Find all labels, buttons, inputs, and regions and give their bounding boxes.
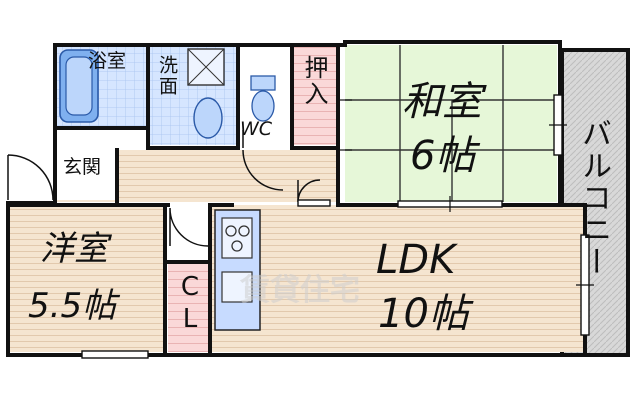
washitsu-floor bbox=[345, 45, 557, 202]
watermark: 賃貸住宅 bbox=[239, 273, 360, 308]
oshiire-label: 押入 bbox=[300, 55, 328, 107]
entrance-label: 玄関 bbox=[63, 156, 102, 178]
hall-door bbox=[242, 149, 284, 191]
balcony-label: バルコニー bbox=[576, 118, 611, 278]
washroom-label: 洗面 bbox=[156, 55, 178, 97]
youshitsu-name-label: 洋室 bbox=[40, 229, 108, 269]
youshitsu-size-label: 5.5帖 bbox=[28, 286, 117, 326]
washitsu-name-label: 和室 bbox=[402, 79, 482, 125]
youshitsu-floor bbox=[10, 205, 165, 352]
kitchen-sink bbox=[221, 271, 253, 303]
ldk-floor bbox=[210, 205, 585, 352]
ldk-size-label: 10帖 bbox=[378, 291, 469, 337]
youshitsu-door bbox=[169, 207, 209, 247]
youshitsu-window-bottom bbox=[81, 350, 149, 359]
cl-label: CL bbox=[175, 272, 205, 336]
ldk-name-label: LDK bbox=[376, 237, 456, 283]
wc-label: WC bbox=[240, 118, 273, 140]
bath-label: 浴室 bbox=[88, 50, 127, 72]
toilet-bowl bbox=[251, 90, 275, 122]
cl-closet bbox=[168, 262, 210, 352]
hall-window bbox=[297, 199, 331, 207]
oshiire-closet bbox=[293, 45, 338, 145]
entrance-door bbox=[7, 154, 54, 201]
wash-basin bbox=[193, 97, 223, 139]
washitsu-size-label: 6帖 bbox=[410, 133, 476, 179]
kitchen-stove bbox=[221, 217, 253, 259]
toilet-tank bbox=[250, 75, 276, 91]
entrance-floor bbox=[55, 150, 117, 200]
